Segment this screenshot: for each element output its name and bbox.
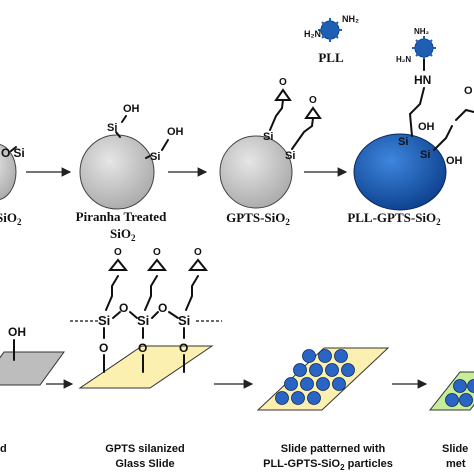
- particle: [291, 391, 305, 405]
- particle: [453, 379, 467, 393]
- particle: [316, 377, 330, 391]
- oh-label-2: OH: [167, 126, 184, 138]
- patterned-label-line1: Slide patterned with: [281, 443, 386, 455]
- particle: [467, 379, 474, 393]
- si-label-4: Si: [285, 150, 295, 162]
- o-label-b2: O: [158, 301, 167, 315]
- sio2-sphere: [0, 144, 17, 200]
- pll-gpts-label: PLL-GPTS-SiO2: [347, 210, 441, 227]
- pll-sphere: [353, 133, 447, 211]
- gpts-slide-label-line1: GPTS silanized: [105, 443, 184, 455]
- si-label-b3: Si: [178, 313, 190, 328]
- particle: [332, 377, 346, 391]
- piranha-sphere: [79, 134, 155, 210]
- piranha-label-line2: SiO2: [110, 226, 136, 243]
- gpts-label: GPTS-SiO2: [226, 210, 290, 227]
- si-label-2: Si: [150, 151, 160, 163]
- h2n-label: H₂N: [396, 55, 411, 64]
- si-label-1: Si: [107, 122, 117, 134]
- epoxide-icon: [304, 106, 322, 119]
- gpts-sphere: [219, 135, 293, 209]
- stage-piranha: OH Si OH Si Piranha Treated SiO2: [76, 103, 184, 243]
- epoxide-icon: [187, 258, 209, 271]
- sio2-label: SiO2: [0, 210, 22, 227]
- stage-final: Slide met: [428, 371, 474, 470]
- oh-label-3: OH: [418, 121, 435, 133]
- si-label-6: Si: [420, 149, 430, 161]
- gpts-slide-label-line2: Glass Slide: [115, 458, 174, 470]
- pll-molecule: H₂N NH₂ PLL: [304, 14, 359, 65]
- bare-slide: [0, 351, 65, 386]
- particle: [302, 349, 316, 363]
- stage-pll: NH₂ H₂N HN OH Si Si OH O PLL-GPTS-SiO2: [347, 27, 474, 227]
- stage-gpts: Si Si O O GPTS-SiO2: [219, 77, 322, 227]
- o-label-b1: O: [119, 301, 128, 315]
- si-label-5: Si: [398, 136, 408, 148]
- final-label-line1: Slide: [442, 443, 468, 455]
- particle: [293, 363, 307, 377]
- particle: [275, 391, 289, 405]
- stage-slide: OH d: [0, 325, 65, 455]
- pll-amine-left: H₂N: [304, 29, 321, 39]
- o-label-d3: O: [179, 341, 188, 355]
- o-label-d2: O: [138, 341, 147, 355]
- si-label-b1: Si: [98, 313, 110, 328]
- epoxide-icon: [107, 258, 129, 271]
- oh-label-slide: OH: [8, 325, 26, 339]
- oh-label-4: OH: [446, 155, 463, 167]
- o-label-ep1: O: [114, 247, 122, 258]
- oh-label-1: OH: [123, 103, 140, 115]
- o-label-partial: O: [464, 85, 473, 97]
- particle-array: [275, 349, 355, 405]
- particle: [334, 349, 348, 363]
- epoxide-icon: [146, 258, 168, 271]
- particle-array-final: [445, 379, 474, 407]
- o-label-e1: O: [279, 77, 287, 88]
- hn-label: HN: [414, 73, 431, 87]
- stage-patterned: Slide patterned with PLL-GPTS-SiO2 parti…: [256, 347, 393, 472]
- o-label-d1: O: [99, 341, 108, 355]
- particle: [459, 393, 473, 407]
- patterned-label-line2: PLL-GPTS-SiO2 particles: [263, 458, 393, 472]
- particle: [300, 377, 314, 391]
- particle: [284, 377, 298, 391]
- stage-sio2: OSi SiO2: [0, 144, 25, 227]
- si-label-3: Si: [263, 131, 273, 143]
- pll-amine-right: NH₂: [342, 14, 359, 24]
- o-label-ep2: O: [153, 247, 161, 258]
- nh2-label-top: NH₂: [414, 27, 430, 36]
- gpts-slide: [78, 345, 214, 389]
- si-label-b2: Si: [137, 313, 149, 328]
- pll-label: PLL: [318, 50, 344, 65]
- o-label-ep3: O: [194, 247, 202, 258]
- particle: [341, 363, 355, 377]
- particle: [325, 363, 339, 377]
- particle: [318, 349, 332, 363]
- final-label-line2: met: [446, 458, 466, 470]
- particle: [307, 391, 321, 405]
- o-label-e2: O: [309, 95, 317, 106]
- stage-gpts-slide: Si O Si O Si O O O O O O GPTS silanized …: [70, 247, 222, 470]
- piranha-label-line1: Piranha Treated: [76, 209, 167, 224]
- particle: [445, 393, 459, 407]
- slide-label: d: [0, 443, 7, 455]
- epoxide-icon: [274, 88, 292, 101]
- particle: [309, 363, 323, 377]
